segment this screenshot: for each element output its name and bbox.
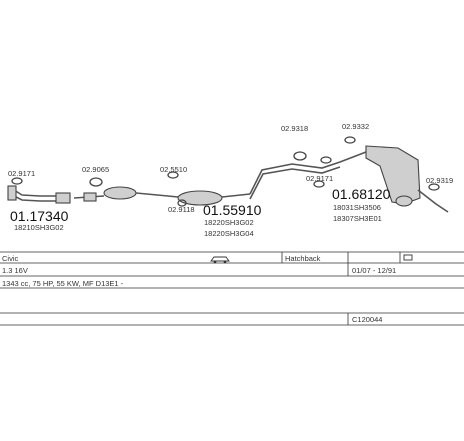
center-part-code-2: 18220SH3G04 bbox=[204, 229, 254, 238]
center-part-code-1: 18220SH3G02 bbox=[204, 218, 254, 227]
part-label-p3: 02.5510 bbox=[160, 165, 187, 174]
center-part-number: 01.55910 bbox=[203, 202, 262, 218]
front-pipe bbox=[7, 185, 71, 204]
front-part-number: 01.17340 bbox=[10, 208, 69, 224]
rear-part-number: 01.68120 bbox=[332, 186, 391, 202]
part-label-p4: 02.9118 bbox=[168, 205, 195, 214]
part-label-p5: 02.9318 bbox=[281, 124, 308, 133]
part-label-p1: 02.9171 bbox=[8, 169, 35, 178]
front-part-code: 18210SH3G02 bbox=[14, 223, 64, 232]
part-label-p7: 02.9171 bbox=[306, 174, 333, 183]
body-type-cell: Hatchback bbox=[285, 254, 321, 263]
part-label-p6: 02.9332 bbox=[342, 122, 369, 131]
car-rear-icon bbox=[403, 254, 413, 261]
spec-cell: 1343 cc, 75 HP, 55 KW, MF D13E1 - bbox=[2, 279, 124, 288]
engine-cell: 1.3 16V bbox=[2, 266, 28, 275]
middle-pipe: 02.9318 02.9171 bbox=[249, 124, 341, 200]
dates-cell: 01/07 - 12/91 bbox=[352, 266, 396, 275]
diagram-code-cell: C120044 bbox=[352, 315, 382, 324]
part-label-p2: 02.9065 bbox=[82, 165, 109, 174]
rear-part-code-1: 18031SH3506 bbox=[333, 203, 381, 212]
front-section: 02.9065 bbox=[73, 165, 169, 202]
model-cell: Civic bbox=[2, 254, 18, 263]
vehicle-info-table bbox=[0, 251, 464, 326]
part-label-p8: 02.9319 bbox=[426, 176, 453, 185]
center-silencer: 02.5510 02.9118 bbox=[160, 165, 251, 214]
rear-part-code-2: 18307SH3E01 bbox=[333, 214, 382, 223]
car-body-icon bbox=[210, 256, 230, 264]
part-p1: 02.9171 bbox=[8, 169, 35, 185]
rear-silencer: 02.9332 02.9319 bbox=[339, 122, 453, 213]
